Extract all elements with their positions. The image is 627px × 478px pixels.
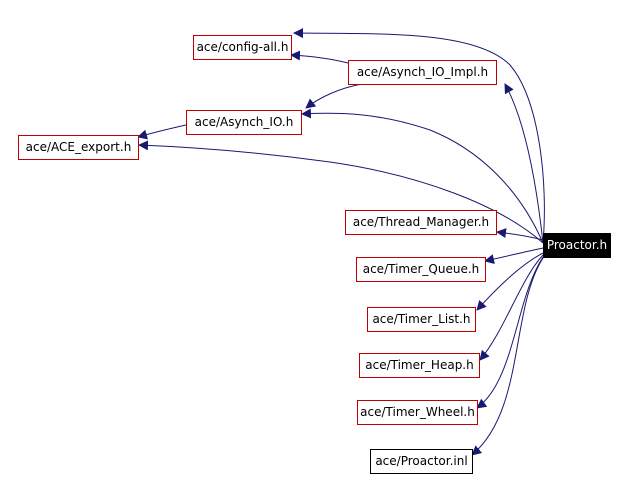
node-asynch-io-impl[interactable]: ace/Asynch_IO_Impl.h (348, 60, 497, 85)
edge-proactor-to-timer-queue (484, 247, 544, 264)
edge-proactor-to-timer-list (476, 252, 544, 311)
edge-proactor-to-asynch-io-impl (504, 83, 544, 244)
node-timer-wheel[interactable]: ace/Timer_Wheel.h (357, 400, 478, 425)
node-ace-export[interactable]: ace/ACE_export.h (18, 135, 139, 160)
edge-proactor-to-timer-wheel (476, 256, 544, 409)
edge-proactor-to-asynch-io (301, 108, 544, 244)
node-config-all[interactable]: ace/config-all.h (193, 35, 292, 60)
edge-asynch-io-impl-to-asynch-io (305, 83, 363, 109)
edge-asynch-io-to-ace-export (137, 124, 187, 140)
edge-proactor-to-thread-manager (496, 228, 544, 241)
node-asynch-io[interactable]: ace/Asynch_IO.h (186, 110, 302, 135)
node-timer-heap[interactable]: ace/Timer_Heap.h (359, 353, 480, 378)
node-proactor-inl[interactable]: ace/Proactor.inl (370, 449, 473, 474)
edge-proactor-to-proactor-inl (471, 257, 544, 456)
node-proactor-h: Proactor.h (543, 233, 611, 258)
edge-proactor-to-timer-heap (479, 254, 544, 361)
edge-asynch-io-impl-to-config-all (290, 50, 349, 64)
node-timer-list[interactable]: ace/Timer_List.h (367, 307, 476, 332)
node-timer-queue[interactable]: ace/Timer_Queue.h (356, 257, 486, 282)
node-thread-manager[interactable]: ace/Thread_Manager.h (345, 210, 497, 235)
edge-proactor-to-config-all (293, 28, 545, 244)
